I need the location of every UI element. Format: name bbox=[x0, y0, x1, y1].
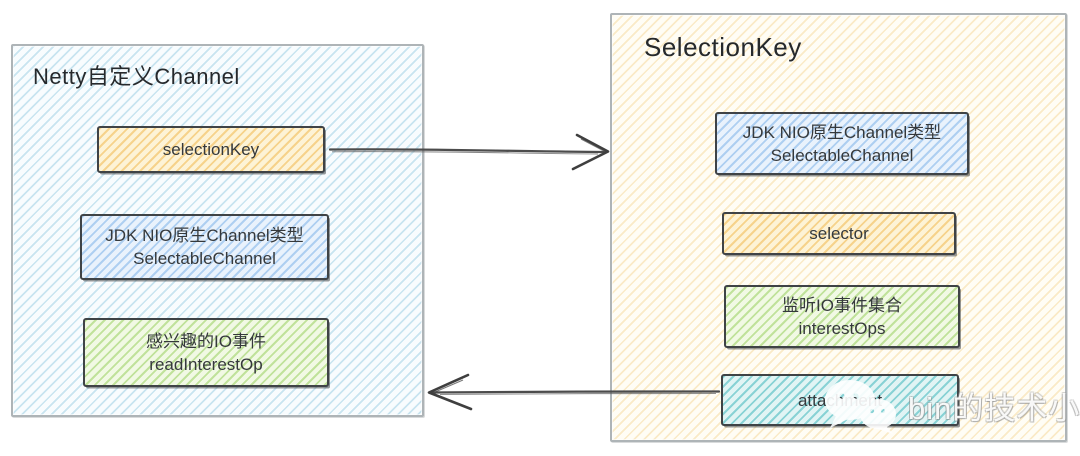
node-selector-label: selector bbox=[809, 224, 869, 243]
node-selectable-channel-right-line2: SelectableChannel bbox=[770, 145, 914, 165]
panel-selectionkey: SelectionKey JDK NIO原生Channel类型 Selectab… bbox=[610, 13, 1067, 442]
node-read-interest-op-line2: readInterestOp bbox=[149, 354, 263, 374]
node-selectionkey-label: selectionKey bbox=[162, 140, 260, 159]
node-selectable-channel-left: JDK NIO原生Channel类型 SelectableChannel bbox=[80, 214, 329, 280]
node-attachment: attachment bbox=[721, 374, 959, 426]
panel-netty-channel-title: Netty自定义Channel bbox=[33, 64, 240, 89]
node-attachment-label: attachment bbox=[797, 390, 883, 410]
panel-selectionkey-title: SelectionKey bbox=[644, 32, 802, 62]
node-interest-ops: 监听IO事件集合 interestOps bbox=[724, 285, 960, 348]
node-interest-ops-line2: interestOps bbox=[798, 318, 886, 338]
node-selectable-channel-left-line2: SelectableChannel bbox=[133, 249, 276, 268]
node-selectable-channel-right: JDK NIO原生Channel类型 SelectableChannel bbox=[715, 112, 969, 175]
panel-netty-channel: Netty自定义Channel selectionKey JDK NIO原生Ch… bbox=[11, 44, 424, 417]
node-selectable-channel-right-line1: JDK NIO原生Channel类型 bbox=[742, 122, 942, 142]
node-interest-ops-line1: 监听IO事件集合 bbox=[782, 295, 902, 315]
node-read-interest-op-line1: 感兴趣的IO事件 bbox=[146, 331, 266, 351]
node-read-interest-op: 感兴趣的IO事件 readInterestOp bbox=[83, 318, 329, 387]
node-selectable-channel-left-line1: JDK NIO原生Channel类型 bbox=[105, 226, 304, 245]
node-selectionkey: selectionKey bbox=[97, 126, 325, 173]
node-selector: selector bbox=[722, 212, 956, 255]
